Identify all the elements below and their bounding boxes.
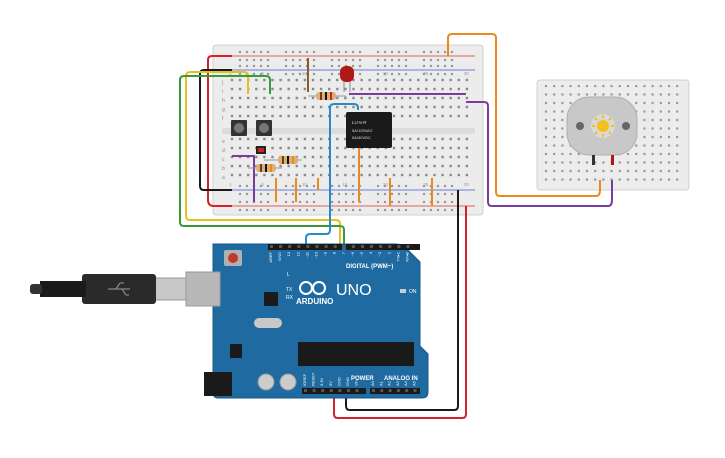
relay-label-2: 5A/125VAC — [352, 128, 373, 133]
relay-label-3: 5A/30VDC — [352, 135, 371, 140]
top-pin-label: ~6 — [350, 251, 355, 256]
relay[interactable]: LU-5-R 5A/125VAC 5A/30VDC — [346, 112, 392, 148]
bottom-pin-label: GND — [336, 377, 341, 386]
row-letter-h: h — [222, 98, 225, 104]
top-pin-label: ~11 — [304, 251, 309, 258]
bottom-pin-label: A4 — [403, 380, 408, 386]
wire-red-rail — [207, 55, 232, 207]
row-letter-j: j — [221, 80, 223, 86]
top-pin-label: ~10 — [314, 251, 319, 259]
wire-blue — [305, 103, 359, 244]
top-pin-label: ~9 — [323, 251, 328, 256]
row-letter-d: d — [222, 148, 225, 154]
motor-shaft-icon — [592, 115, 614, 137]
top-pin-label: AREF — [268, 251, 273, 262]
top-pin-label: 13 — [286, 251, 291, 256]
wire-yellow — [185, 71, 341, 244]
top-pin-label: 8 — [332, 251, 337, 254]
top-pin-label: ~3 — [377, 251, 382, 256]
column-number: 5 — [261, 182, 264, 187]
column-number: 10 — [302, 71, 308, 76]
bottom-pin-label: 3.3V — [319, 377, 324, 386]
wire-purple-motor — [466, 101, 613, 207]
top-pin-labels: AREF GND 13 12 ~11 ~10 ~9 8 7 ~6 ~5 4 ~3 2 TX▸1 RX◂0 — [268, 245, 410, 263]
top-pin-label: ~5 — [359, 251, 364, 256]
bottom-pin-label: GND — [345, 377, 350, 386]
wire-black-gnd — [345, 190, 459, 411]
red-led[interactable] — [340, 66, 354, 92]
column-number: 25 — [423, 182, 429, 187]
resistor-button-2[interactable] — [248, 164, 282, 172]
power-label: POWER — [351, 376, 374, 382]
row-letter-i: i — [222, 89, 223, 95]
reset-button[interactable] — [228, 253, 238, 263]
bottom-pin-label: 5V — [328, 381, 333, 386]
l-label: L — [287, 272, 290, 278]
sensor-small[interactable] — [256, 146, 266, 154]
column-number: 1 — [229, 71, 232, 76]
analog-label: ANALOG IN — [384, 376, 418, 382]
row-letter-f: f — [222, 116, 224, 122]
atmega-chip — [298, 342, 414, 366]
bottom-pin-label: IOREF — [302, 373, 307, 386]
wire-red-5v — [333, 206, 467, 419]
row-letter-c: c — [222, 157, 225, 163]
wires — [179, 33, 613, 419]
pushbutton-2[interactable] — [256, 120, 272, 136]
row-letters: j i h g f e d c b a — [221, 80, 225, 181]
header-bottom-analog — [370, 388, 420, 394]
usb-icon — [108, 282, 130, 296]
jumpers — [275, 148, 433, 206]
top-pin-label: RX◂0 — [405, 251, 410, 262]
top-pin-label: 7 — [341, 251, 346, 254]
column-number: 10 — [302, 182, 308, 187]
row-letter-g: g — [222, 107, 225, 113]
bottom-pin-label: A3 — [395, 380, 400, 386]
column-number: 30 — [464, 71, 470, 76]
resistor-button-1[interactable] — [264, 156, 302, 164]
resistor-led[interactable] — [308, 92, 346, 100]
wire-orange-motor — [447, 33, 601, 197]
wire-black-rail — [199, 69, 232, 191]
row-letter-e: e — [222, 139, 225, 145]
bottom-pin-label: Vin — [354, 380, 359, 386]
top-pin-label: GND — [277, 252, 282, 261]
top-pin-label: TX▸1 — [395, 251, 400, 261]
column-number: 25 — [423, 71, 429, 76]
arduino-logo-text: ARDUINO — [296, 297, 333, 306]
bottom-pin-label: A1 — [378, 380, 383, 386]
tx-label: TX — [286, 287, 293, 293]
column-number: 20 — [383, 182, 389, 187]
arduino-model: UNO — [336, 282, 372, 299]
bottom-pin-label: A5 — [412, 380, 417, 386]
row-letter-a: a — [222, 175, 225, 181]
on-label: ON — [409, 289, 417, 295]
header-top-left — [268, 244, 342, 250]
column-number: 30 — [464, 182, 470, 187]
digital-label: DIGITAL (PWM~) — [346, 264, 393, 270]
column-number: 15 — [342, 182, 348, 187]
column-number: 1 — [229, 182, 232, 187]
column-number: 5 — [261, 71, 264, 76]
top-pin-label: 2 — [386, 251, 391, 254]
bottom-pin-label: RESET — [311, 372, 316, 386]
row-letter-b: b — [222, 166, 225, 172]
arduino-logo-icon — [299, 281, 326, 295]
top-pin-label: 12 — [295, 251, 300, 256]
pushbutton-1[interactable] — [231, 120, 247, 136]
rx-label: RX — [286, 295, 294, 301]
wire-purple-short — [232, 155, 255, 202]
bottom-pin-label: A2 — [387, 380, 392, 386]
arduino-uno[interactable]: ARDUINO UNO DIGITAL (PWM~) POWER ANALOG … — [185, 243, 429, 399]
relay-label-1: LU-5-R — [352, 120, 367, 125]
top-pin-label: 4 — [368, 251, 373, 254]
header-top-right — [346, 244, 420, 250]
bottom-pin-label: A0 — [370, 380, 375, 386]
header-bottom-power — [302, 388, 366, 394]
wire-green — [179, 75, 345, 244]
dc-motor[interactable] — [566, 96, 638, 165]
usb-cable — [30, 274, 187, 304]
